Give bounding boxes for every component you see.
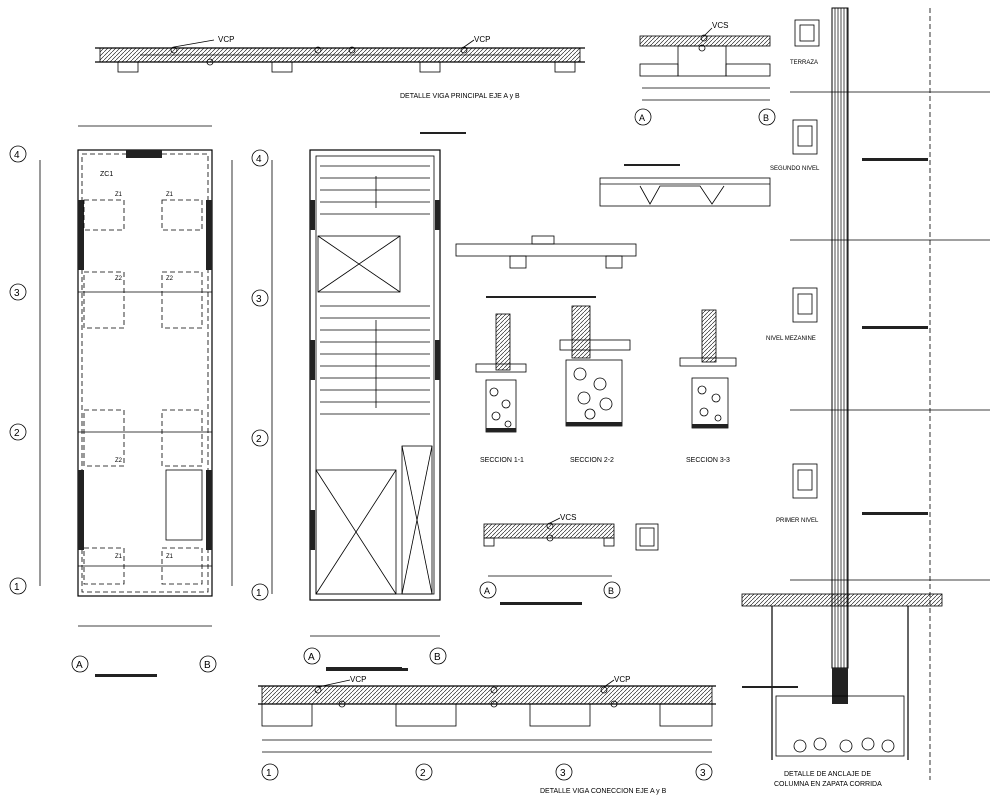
vcp-label: VCP — [218, 35, 234, 44]
grid-label: A — [76, 660, 83, 671]
grid-label: B — [763, 113, 769, 123]
anchor-title-1: DETALLE DE ANCLAJE DE — [784, 771, 871, 778]
vcs-connection-beam: VCS A B — [479, 513, 659, 605]
z2-label: Z2 — [115, 276, 123, 282]
z1-label: Z1 — [115, 554, 123, 560]
anchor-title-2: COLUMNA EN ZAPATA CORRIDA — [774, 781, 882, 788]
grid-label: B — [608, 586, 614, 596]
grid-label: 4 — [14, 150, 20, 161]
level-nivel-mezanine: NIVEL MEZANINE — [766, 336, 816, 342]
grid-label: 3 — [700, 768, 706, 779]
grid-label: A — [639, 113, 645, 123]
level-primer-nivel: PRIMER NIVEL — [776, 518, 819, 524]
grid-label: 3 — [14, 288, 20, 299]
grid-label: 1 — [256, 588, 262, 599]
grid-marker-B — [758, 108, 776, 126]
vcs-label: VCS — [560, 513, 576, 522]
vcp-label: VCP — [614, 675, 630, 684]
section-1-label: SECCION 1-1 — [480, 457, 524, 464]
grid-label: A — [308, 652, 315, 663]
grid-label: 2 — [14, 428, 20, 439]
z1-label: Z1 — [115, 192, 123, 198]
main-beam-detail: VCP VCP DETALLE VIGA PRINCIPAL EJE A y B — [95, 35, 585, 100]
section-3-label: SECCION 3-3 — [686, 457, 730, 464]
grid-label: B — [434, 652, 441, 663]
vcp-label: VCP — [350, 675, 366, 684]
level-terraza: TERRAZA — [790, 60, 818, 66]
grid-label: 1 — [14, 582, 20, 593]
grid-marker-A — [634, 108, 652, 126]
grid-label: 1 — [266, 768, 272, 779]
section-2-label: SECCION 2-2 — [570, 457, 614, 464]
foundation-plan: ZC1 Z1 Z1 Z2 Z2 Z2 Z1 Z1 4 3 2 1 A B — [9, 125, 233, 677]
grid-label: A — [484, 586, 490, 596]
joist-detail — [455, 164, 771, 269]
grid-label: 2 — [420, 768, 426, 779]
column-elevation: TERRAZA SEGUNDO NIVEL NIVEL MEZANINE PRI… — [741, 7, 990, 788]
z1-label: Z1 — [166, 192, 174, 198]
main-beam-title: DETALLE VIGA PRINCIPAL EJE A y B — [400, 93, 520, 100]
vcp-label: VCP — [474, 35, 490, 44]
z2-label: Z2 — [166, 276, 174, 282]
slab-plan: 4 3 2 1 A B — [251, 132, 466, 670]
grid-label: B — [204, 660, 211, 671]
grid-label: 3 — [560, 768, 566, 779]
grid-label: 2 — [256, 434, 262, 445]
connection-beam-detail: VCP VCP 1 2 3 3 DETALLE VIGA CONECCION E… — [258, 668, 716, 795]
vcs-label: VCS — [712, 21, 728, 30]
grid-label: 3 — [256, 294, 262, 305]
footing-sections: SECCION 1-1 SECCION 2-2 SECCION 3-3 — [475, 296, 737, 464]
grid-label: 4 — [256, 154, 262, 165]
z1-label: Z1 — [166, 554, 174, 560]
connection-beam-title: DETALLE VIGA CONECCION EJE A y B — [540, 788, 667, 795]
z2-label: Z2 — [115, 458, 123, 464]
level-segundo-nivel: SEGUNDO NIVEL — [770, 166, 820, 172]
zc1-label: ZC1 — [100, 171, 113, 178]
vcs-top-section: VCS A B — [634, 21, 776, 126]
